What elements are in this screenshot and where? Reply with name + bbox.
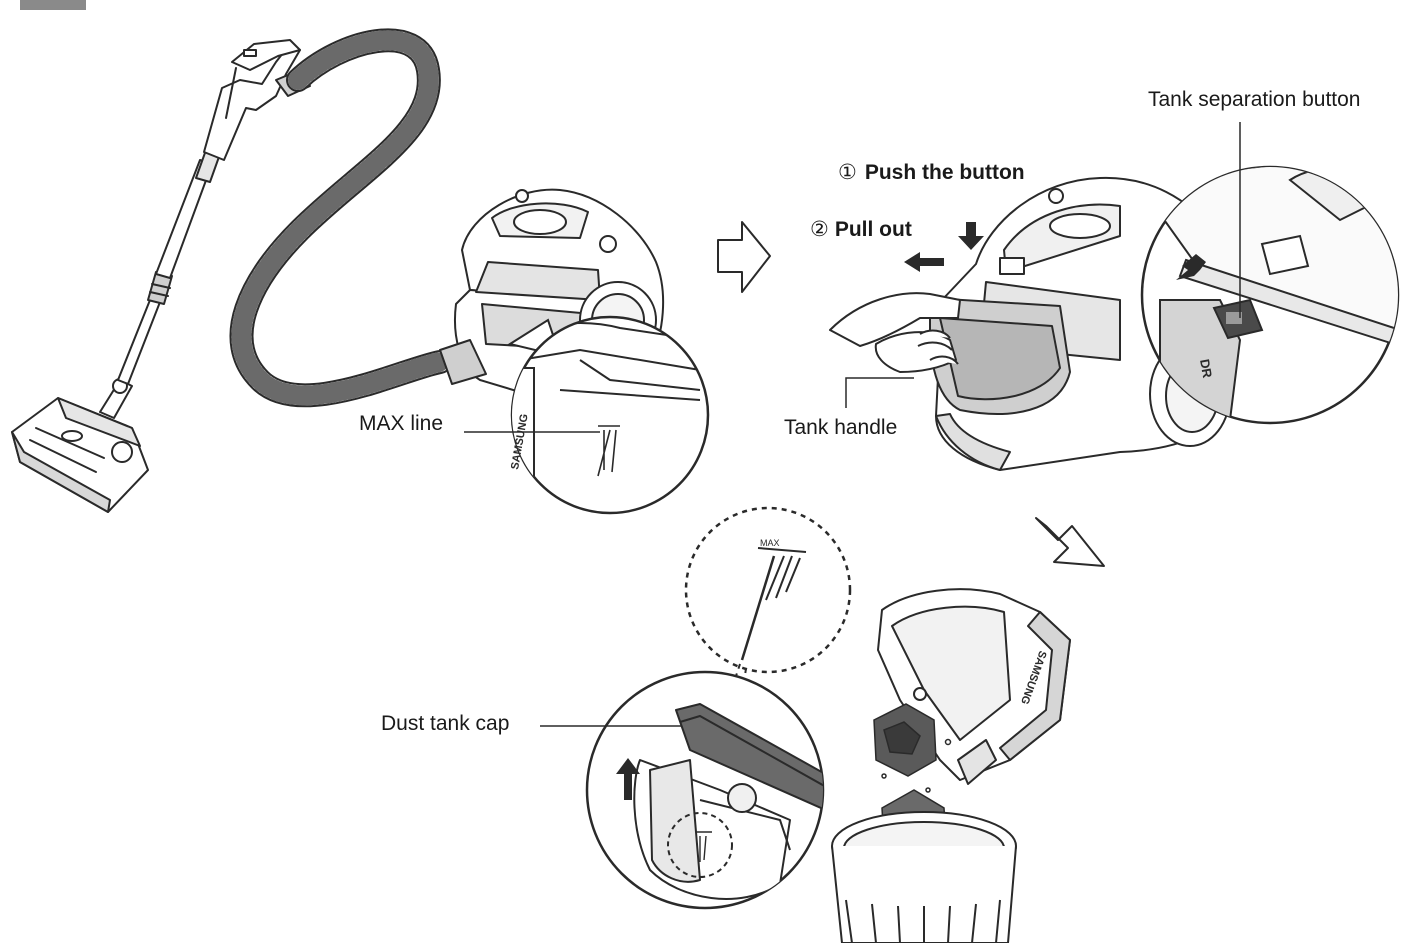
tank-separation-button-label: Tank separation button: [1148, 88, 1361, 111]
trash-bin: [831, 811, 1017, 943]
dust-tank-cap-label: Dust tank cap: [381, 712, 510, 735]
pull-arrow-icon: [904, 252, 944, 272]
step-number-1: ①: [838, 161, 857, 184]
tank-handle-label: Tank handle: [784, 416, 898, 439]
dust-tank-cap-magnifier: [585, 670, 825, 910]
step-push-button: ① Push the button: [838, 162, 1025, 183]
svg-text:DR: DR: [1197, 358, 1215, 380]
push-arrow-icon: [958, 222, 984, 250]
step-text-1: Push the button: [864, 161, 1025, 184]
vacuum-cleaner-illustration: [11, 39, 311, 513]
floor-nozzle: [11, 397, 149, 513]
max-line-marks: [597, 425, 620, 477]
step-text-2: Pull out: [834, 218, 912, 241]
step-arrow-right: [717, 221, 771, 293]
step-arrow-down-left: [1035, 517, 1105, 567]
max-mark-text: MAX: [760, 538, 780, 548]
tank-handle-leader: [845, 377, 914, 408]
max-mark-callout: MAX: [684, 506, 852, 674]
separation-button-magnifier: DR: [1140, 165, 1400, 425]
slide-arrow-icon: [1176, 254, 1206, 280]
max-mark-highlight: [667, 812, 733, 878]
page-corner-mark: [20, 0, 86, 10]
vacuum-hose: [229, 28, 452, 408]
max-line-label: MAX line: [359, 412, 444, 435]
lift-arrow-icon: [616, 758, 640, 800]
step-number-2: ②: [810, 218, 829, 241]
